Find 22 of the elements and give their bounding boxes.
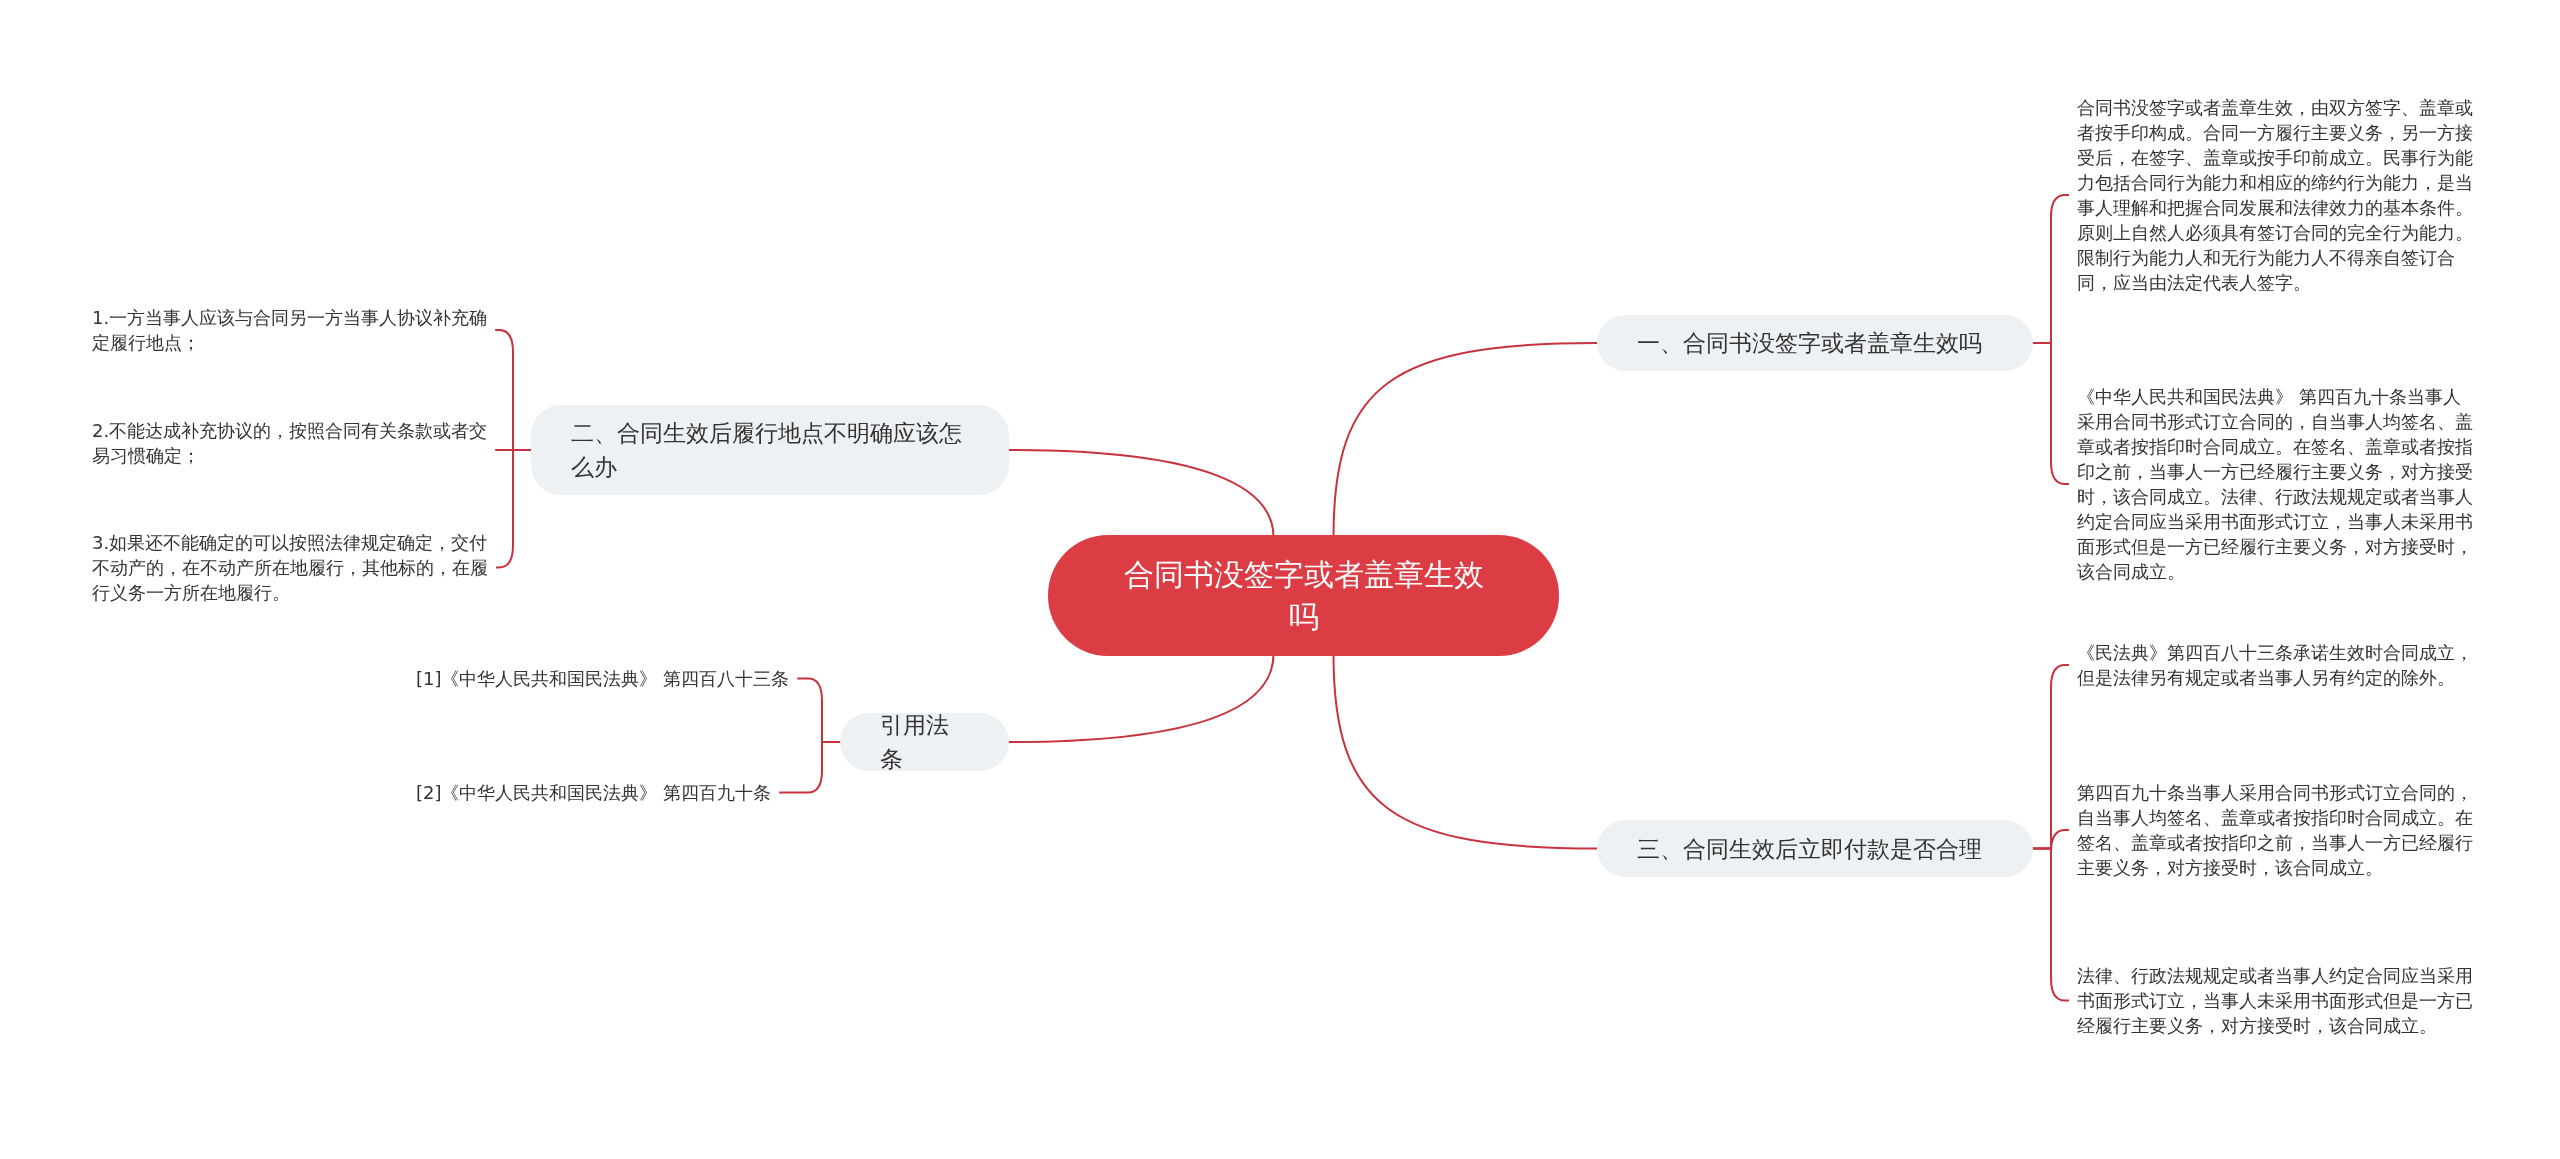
note-text: 《民法典》第四百八十三条承诺生效时合同成立，但是法律另有规定或者当事人另有约定的除外。 [2077, 641, 2474, 690]
note-text: 1.一方当事人应该与合同另一方当事人协议补充确定履行地点； [92, 306, 489, 355]
note-text: 《中华人民共和国民法典》 第四百九十条当事人采用合同书形式订立合同的，自当事人均签名、盖章或者按指印时合同成立。在签名、盖章或者按指印之前，当事人一方已经履行主要义务，对方接受时，该合同成立。法律、行政法规规定或者当事人约定合同应当采用书面形式订立，当事人未采用书面形式但是一方已经履行主要义务，对方接受时，该合同成立。 [2077, 385, 2474, 584]
note-text: 2.不能达成补充协议的，按照合同有关条款或者交易习惯确定； [92, 419, 489, 468]
note-text: 法律、行政法规规定或者当事人约定合同应当采用书面形式订立，当事人未采用书面形式但是一方已经履行主要义务，对方接受时，该合同成立。 [2077, 964, 2474, 1038]
connector-line [1008, 653, 1275, 743]
connector-line [2032, 847, 2070, 1002]
topic-box: 一、合同书没签字或者盖章生效吗 [1597, 315, 2033, 371]
central-topic: 合同书没签字或者盖章生效吗 [1048, 535, 1559, 656]
note-text: [1]《中华人民共和国民法典》 第四百八十三条 [416, 667, 791, 691]
connector-line [2032, 342, 2070, 485]
topic-box: 三、合同生效后立即付款是否合理 [1597, 820, 2033, 877]
note-text: 第四百九十条当事人采用合同书形式订立合同的，自当事人均签名、盖章或者按指印时合同成立。在签名、盖章或者按指印之前，当事人一方已经履行主要义务，对方接受时，该合同成立。 [2077, 781, 2474, 880]
connector-line [1332, 342, 1598, 538]
note-text: 3.如果还不能确定的可以按照法律规定确定，交付不动产的，在不动产所在地履行，其他标的，在履行义务一方所在地履行。 [92, 531, 489, 605]
note-text: [2]《中华人民共和国民法典》 第四百九十条 [416, 781, 773, 805]
topic-box: 引用法条 [840, 713, 1009, 771]
note-text: 合同书没签字或者盖章生效，由双方签字、盖章或者按手印构成。合同一方履行主要义务，另一方接受后，在签字、盖章或按手印前成立。民事行为能力包括合同行为能力和相应的缔约行为能力，是当事人理解和把握合同发展和法律效力的基本条件。原则上自然人必须具有签订合同的完全行为能力。限制行为能力人和无行为能力人不得亲自签订合同，应当由法定代表人签字。 [2077, 96, 2474, 295]
connector-line [1008, 449, 1275, 538]
connector-line [778, 741, 841, 794]
topic-box: 二、合同生效后履行地点不明确应该怎么办 [531, 405, 1009, 495]
connector-line [1332, 653, 1598, 850]
